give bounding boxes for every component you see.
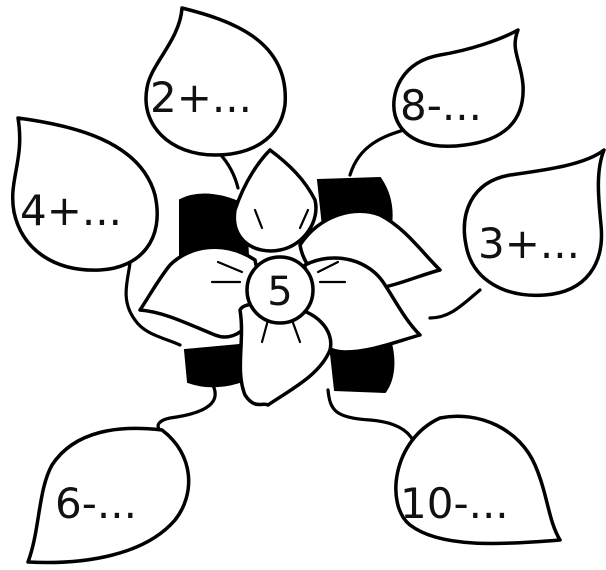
stem-top-right [350, 128, 410, 175]
stem-top-left [220, 154, 238, 188]
leaf-left-label: 4+... [20, 186, 122, 235]
dark-petal-bottom-left [185, 345, 245, 386]
leaf-bottom-right: 10-... [396, 416, 560, 543]
leaf-bottom-left: 6-... [28, 428, 189, 562]
leaf-top-right-label: 8-... [400, 81, 482, 130]
leaf-top-right: 8-... [394, 30, 523, 146]
leaf-left: 4+... [13, 118, 158, 270]
center-number: 5 [267, 269, 292, 315]
leaf-top-left: 2+... [146, 8, 285, 155]
leaf-right-label: 3+... [478, 219, 580, 268]
stem-bottom-right [328, 390, 415, 445]
flower: 5 [140, 150, 440, 405]
stem-bottom-left [158, 380, 215, 430]
leaf-right: 3+... [464, 150, 604, 295]
leaf-top-left-label: 2+... [150, 73, 252, 122]
leaf-bottom-left-label: 6-... [55, 479, 137, 528]
leaf-bottom-right-label: 10-... [400, 479, 509, 528]
stem-right [430, 290, 480, 318]
petal-top-left [234, 150, 316, 251]
